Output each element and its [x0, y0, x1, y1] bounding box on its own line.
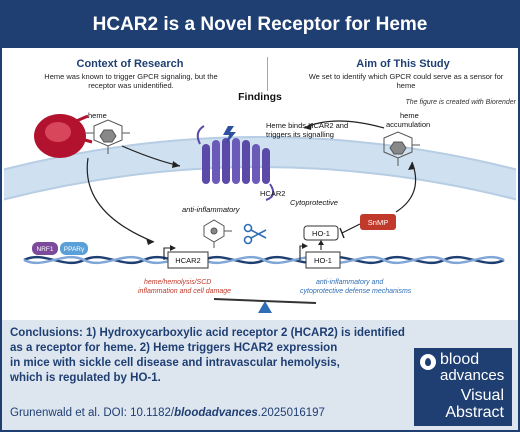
heme-to-gene-arrow: [86, 157, 155, 243]
hcar2-gene-box: [167, 251, 209, 269]
snmp-label: SnMP: [368, 218, 388, 227]
accumulation-label-2: accumulation: [386, 120, 430, 129]
ho1-protein-label: HO-1: [312, 229, 330, 238]
conclusions-line-4: which is regulated by HO-1.: [10, 372, 161, 384]
findings-label: Findings: [238, 91, 282, 103]
heme-accumulation-molecule-icon: [383, 131, 420, 166]
balance-scale-icon: [213, 298, 317, 313]
blood-drop-icon: [420, 354, 436, 370]
conclusions-line-3: in mice with sickle cell disease and int…: [10, 357, 340, 369]
right-caption-1: anti-inflammatory and: [316, 279, 384, 286]
badge-abstract: Abstract: [445, 404, 504, 421]
nrf1-factor: [32, 242, 58, 255]
ppar-label: PPARγ: [64, 246, 85, 253]
heme-label: heme: [88, 111, 107, 120]
conclusions-line-1: Conclusions: 1) Hydroxycarboxylic acid r…: [10, 326, 510, 341]
findings-diagram: heme HCAR2 Heme binds HCAR2 an: [4, 111, 516, 313]
conclusions-lead: Conclusions:: [10, 327, 83, 339]
anti-inflammatory-label: anti-inflammatory: [182, 205, 241, 214]
binds-text-1: Heme binds HCAR2 and: [266, 121, 348, 130]
scissors-icon: [243, 223, 267, 245]
citation: Grunenwald et al. DOI: 10.1182/bloodadva…: [10, 407, 325, 419]
red-blood-cell: [34, 114, 93, 158]
heme-degradation-molecule-icon: [203, 219, 232, 248]
heme-molecule-icon: [86, 119, 130, 154]
inhibition-line: [341, 223, 361, 234]
inhibition-bar: [339, 227, 345, 239]
ho1-gene-box: [305, 251, 341, 269]
receptor-label: HCAR2: [260, 189, 285, 198]
hcar2-receptor: [196, 125, 275, 201]
ho1-gene-label: HO-1: [314, 256, 332, 265]
dna-helix: [23, 255, 505, 265]
right-caption-2: cytoprotective defense mechanisms: [300, 288, 412, 295]
biorender-credit: The figure is created with Biorender: [405, 99, 517, 106]
ppar-factor: [60, 242, 88, 255]
binds-text-2: triggers its signalling: [266, 130, 334, 139]
cell-membrane: [4, 137, 516, 200]
context-heading: Context of Research: [76, 58, 184, 70]
badge-blood: blood: [440, 351, 480, 368]
conclusions-line-2: as a receptor for heme. 2) Heme triggers…: [10, 342, 338, 354]
left-caption-1: heme/hemolysis/SCD: [144, 279, 211, 286]
accumulation-label-1: heme: [400, 111, 419, 120]
left-caption-2: inflammation and cell damage: [138, 288, 231, 295]
cytoprotective-label: Cytoprotective: [290, 198, 338, 207]
citation-suffix: .2025016197: [257, 407, 325, 419]
hcar2-gene-label: HCAR2: [175, 256, 200, 265]
conclusions-text-1: 1) Hydroxycarboxylic acid receptor 2 (HC…: [82, 327, 405, 339]
aim-text: We set to identify which GPCR could serv…: [308, 72, 504, 90]
page-title: HCAR2 is a Novel Receptor for Heme: [92, 14, 428, 35]
header-divider: [267, 57, 268, 91]
snmp-box: [360, 214, 396, 230]
badge-advances: advances: [440, 367, 505, 384]
citation-prefix: Grunenwald et al. DOI: 10.1182/: [10, 407, 175, 419]
signal-bolt-icon: [223, 126, 236, 144]
title-bar: HCAR2 is a Novel Receptor for Heme: [2, 2, 518, 48]
journal-badge: blood advances Visual Abstract: [414, 348, 512, 426]
nrf1-label: NRF1: [37, 246, 54, 253]
citation-journal: bloodadvances: [174, 407, 258, 419]
aim-heading: Aim of This Study: [356, 58, 450, 70]
badge-visual: Visual: [460, 387, 504, 404]
context-text: Heme was known to trigger GPCR signaling…: [44, 72, 218, 90]
